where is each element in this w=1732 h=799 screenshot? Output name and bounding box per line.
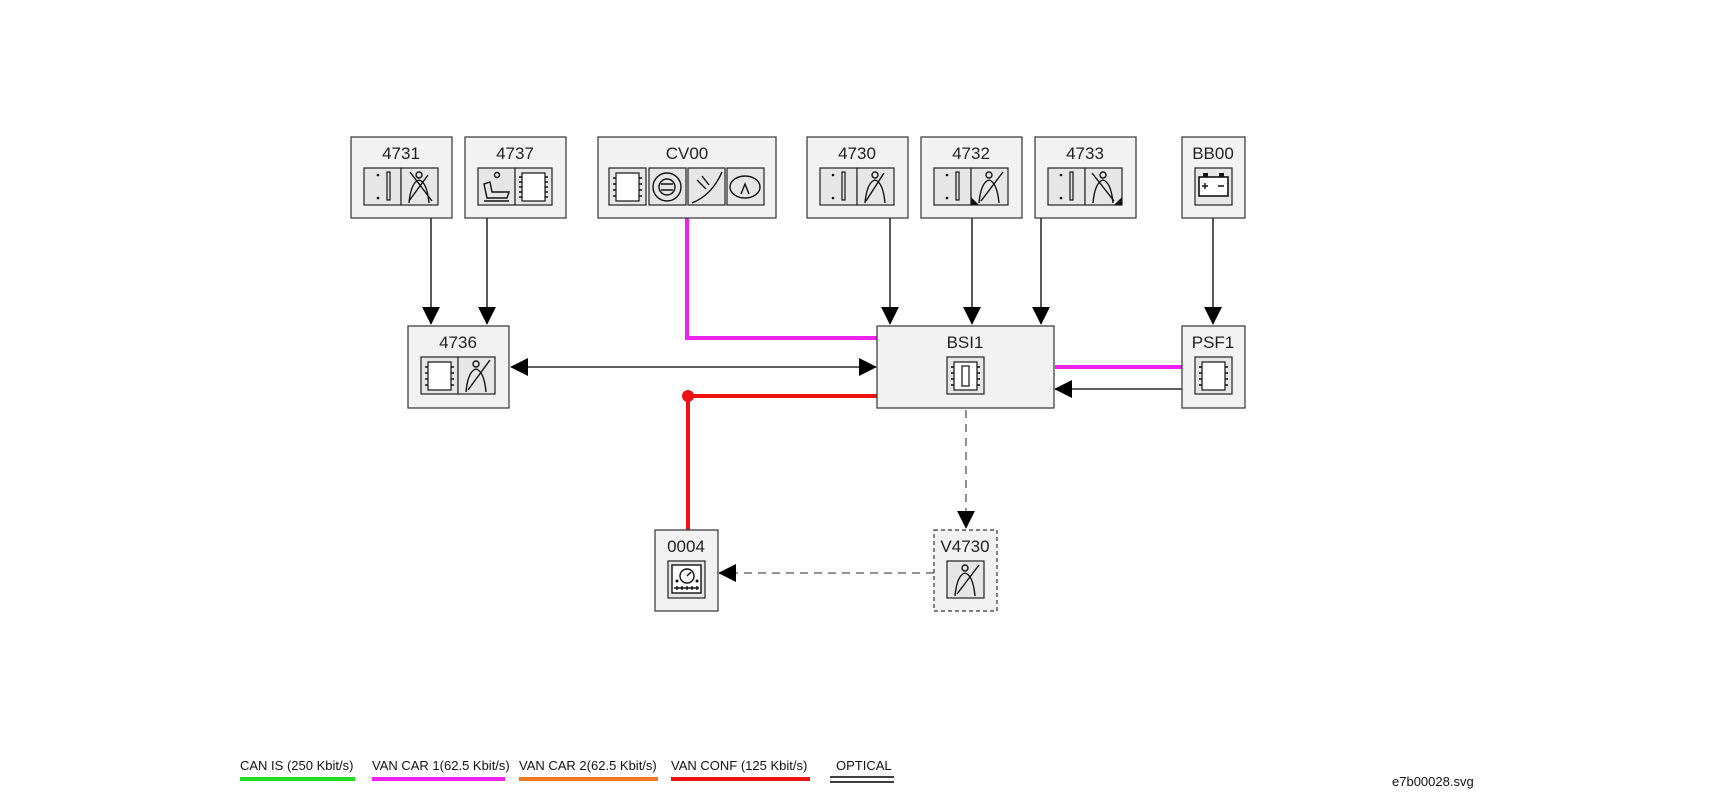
ecu-icon — [1194, 356, 1233, 395]
node-psf1-label: PSF1 — [1192, 333, 1235, 352]
connections — [422, 218, 1222, 582]
junction-dot — [682, 390, 694, 402]
node-4732-label: 4732 — [952, 144, 990, 163]
seatbelt-icon — [457, 356, 496, 395]
node-4736-label: 4736 — [439, 333, 477, 352]
node-4730[interactable]: 4730 — [806, 136, 909, 219]
node-0004-label: 0004 — [667, 537, 705, 556]
seatbelt-icon — [400, 167, 439, 206]
node-4730-label: 4730 — [838, 144, 876, 163]
legend-label: VAN CONF (125 Kbit/s) — [671, 758, 807, 773]
node-bsi1-label: BSI1 — [947, 333, 984, 352]
node-4731[interactable]: 4731 — [350, 136, 453, 219]
seatbelt-icon — [856, 167, 895, 206]
seatbelt-icon — [1084, 167, 1123, 206]
legend-item-van-car-1: VAN CAR 1(62.5 Kbit/s) — [372, 758, 510, 781]
node-bb00-label: BB00 — [1192, 144, 1234, 163]
seat-icon — [477, 167, 516, 206]
node-4733[interactable]: 4733 — [1034, 136, 1137, 219]
legend: CAN IS (250 Kbit/s) VAN CAR 1(62.5 Kbit/… — [240, 758, 894, 783]
sensor-icon — [819, 167, 858, 206]
node-4737-label: 4737 — [496, 144, 534, 163]
ecu-icon — [608, 167, 647, 206]
legend-label: VAN CAR 2(62.5 Kbit/s) — [519, 758, 657, 773]
node-4733-label: 4733 — [1066, 144, 1104, 163]
seatbelt-icon — [946, 560, 985, 599]
link-cv00-bsi1 — [685, 218, 877, 340]
legend-item-van-conf: VAN CONF (125 Kbit/s) — [671, 758, 810, 781]
node-4732[interactable]: 4732 — [920, 136, 1023, 219]
node-cv00[interactable]: CV00 — [597, 136, 777, 219]
battery-icon — [1194, 167, 1233, 206]
steering-wheel-icon — [726, 167, 765, 206]
legend-item-van-car-2: VAN CAR 2(62.5 Kbit/s) — [519, 758, 658, 781]
node-0004[interactable]: 0004 — [654, 529, 719, 612]
legend-item-can-is: CAN IS (250 Kbit/s) — [240, 758, 355, 781]
rotary-switch-icon — [648, 167, 687, 206]
fuse-box-icon — [946, 356, 985, 395]
instrument-panel-icon — [667, 560, 706, 599]
sensor-icon — [1047, 167, 1086, 206]
node-4736[interactable]: 4736 — [407, 325, 510, 409]
ecu-icon — [514, 167, 553, 206]
sensor-icon — [363, 167, 402, 206]
wiper-icon — [687, 167, 726, 206]
file-name: e7b00028.svg — [1392, 774, 1474, 789]
sensor-icon — [933, 167, 972, 206]
legend-label: OPTICAL — [836, 758, 892, 773]
node-4731-label: 4731 — [382, 144, 420, 163]
link-bsi1-0004 — [686, 394, 877, 531]
legend-label: CAN IS (250 Kbit/s) — [240, 758, 353, 773]
ecu-icon — [420, 356, 459, 395]
node-bb00[interactable]: BB00 — [1181, 136, 1246, 219]
node-psf1[interactable]: PSF1 — [1181, 325, 1246, 409]
node-cv00-label: CV00 — [666, 144, 709, 163]
legend-item-optical: OPTICAL — [830, 758, 894, 783]
node-v4730[interactable]: V4730 — [933, 529, 998, 612]
node-v4730-label: V4730 — [940, 537, 989, 556]
node-bsi1[interactable]: BSI1 — [876, 325, 1055, 409]
node-4737[interactable]: 4737 — [464, 136, 567, 219]
seatbelt-icon — [970, 167, 1009, 206]
legend-label: VAN CAR 1(62.5 Kbit/s) — [372, 758, 510, 773]
